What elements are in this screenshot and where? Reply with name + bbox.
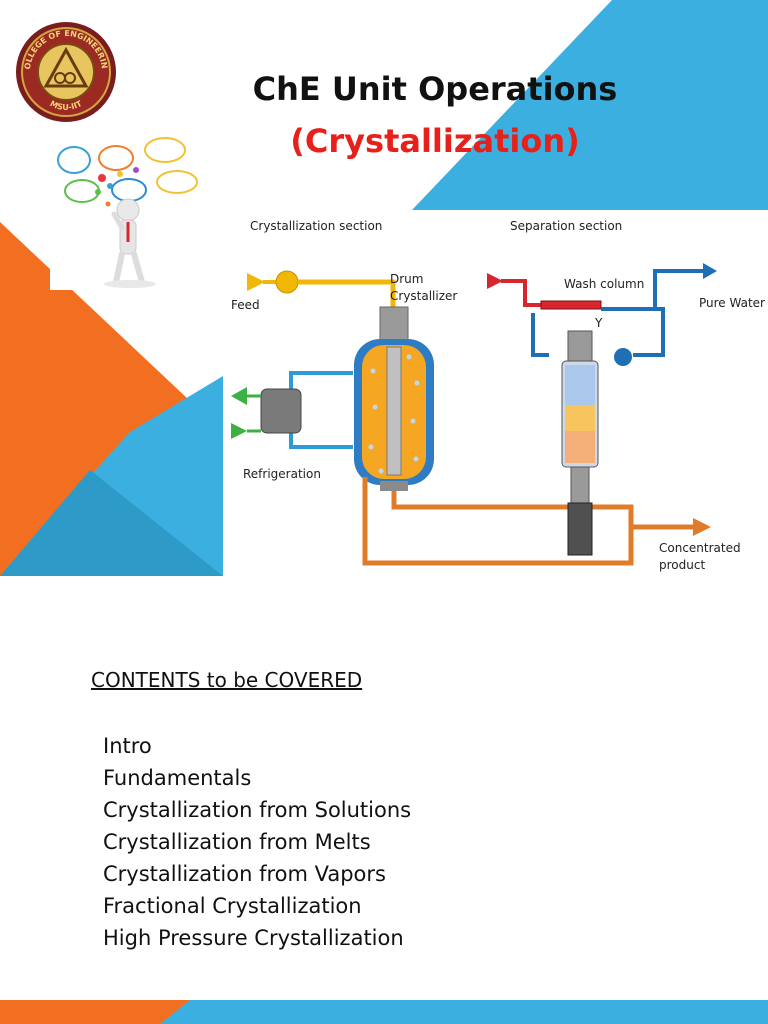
concentrated-product-arrow [693,518,711,536]
bottom-accent-bar [0,1000,768,1024]
contents-item-melts: Crystallization from Melts [103,830,371,854]
pure-water-arrow [703,263,717,279]
recycle-pipe [362,477,634,566]
pure-water-label: Pure Water [699,296,765,310]
contents-list: Intro Fundamentals Crystallization from … [103,730,411,954]
contents-item-high-pressure: High Pressure Crystallization [103,926,404,950]
wash-loop-left-pipe [531,313,549,357]
separation-section-label: Separation section [510,219,622,233]
top-right-blue-shape [412,0,768,210]
contents-heading: CONTENTS to be COVERED [91,668,363,692]
left-dark-blue-shape [0,470,223,576]
coolant-outlet-arrow [231,387,247,405]
pure-water-pipe [653,269,703,273]
thinking-figure-illustration [50,134,212,290]
contents-item-fundamentals: Fundamentals [103,766,252,790]
concentrated-label-line2: product [659,558,705,572]
contents-item-solutions: Crystallization from Solutions [103,798,412,822]
contents-item-fractional: Fractional Crystallization [103,894,362,918]
refrigeration-label: Refrigeration [243,467,321,481]
slide-subtitle: (Crystallization) [290,122,580,160]
coolant-inlet-arrow [231,423,247,439]
feed-inlet-arrow [247,273,265,291]
concentrated-label-line1: Concentrated [659,541,741,555]
feed-pipe [298,279,396,319]
contents-item-intro: Intro [103,734,152,758]
college-logo: COLLEGE OF ENGINEERING MSU-IIT [14,20,116,122]
slide-title: ChE Unit Operations [252,70,618,108]
wash-loop-right-pipe [601,307,665,357]
drum-crystallizer [354,306,434,491]
feed-label: Feed [231,298,260,312]
refrigeration-pipe-top [289,371,353,391]
contents-item-vapors: Crystallization from Vapors [103,862,386,886]
drum-label-line2: Crystallizer [390,289,457,303]
concentrated-product-pipe [391,491,693,530]
crystallization-process-diagram: Crystallization section Separation secti… [223,211,768,585]
feed-pump-icon [275,270,299,294]
y-mark-label: Y [594,316,603,330]
crystallization-section-label: Crystallization section [250,219,382,233]
wash-heater-icon [540,300,602,310]
drum-label-line1: Drum [390,272,423,286]
svg-text:MSU-IIT: MSU-IIT [48,99,84,112]
wash-inlet-arrow [487,273,503,289]
wash-pump-icon [614,348,632,366]
heat-exchanger-icon [260,388,302,434]
wash-column-vessel [561,330,599,556]
wash-column-label: Wash column [564,277,644,291]
